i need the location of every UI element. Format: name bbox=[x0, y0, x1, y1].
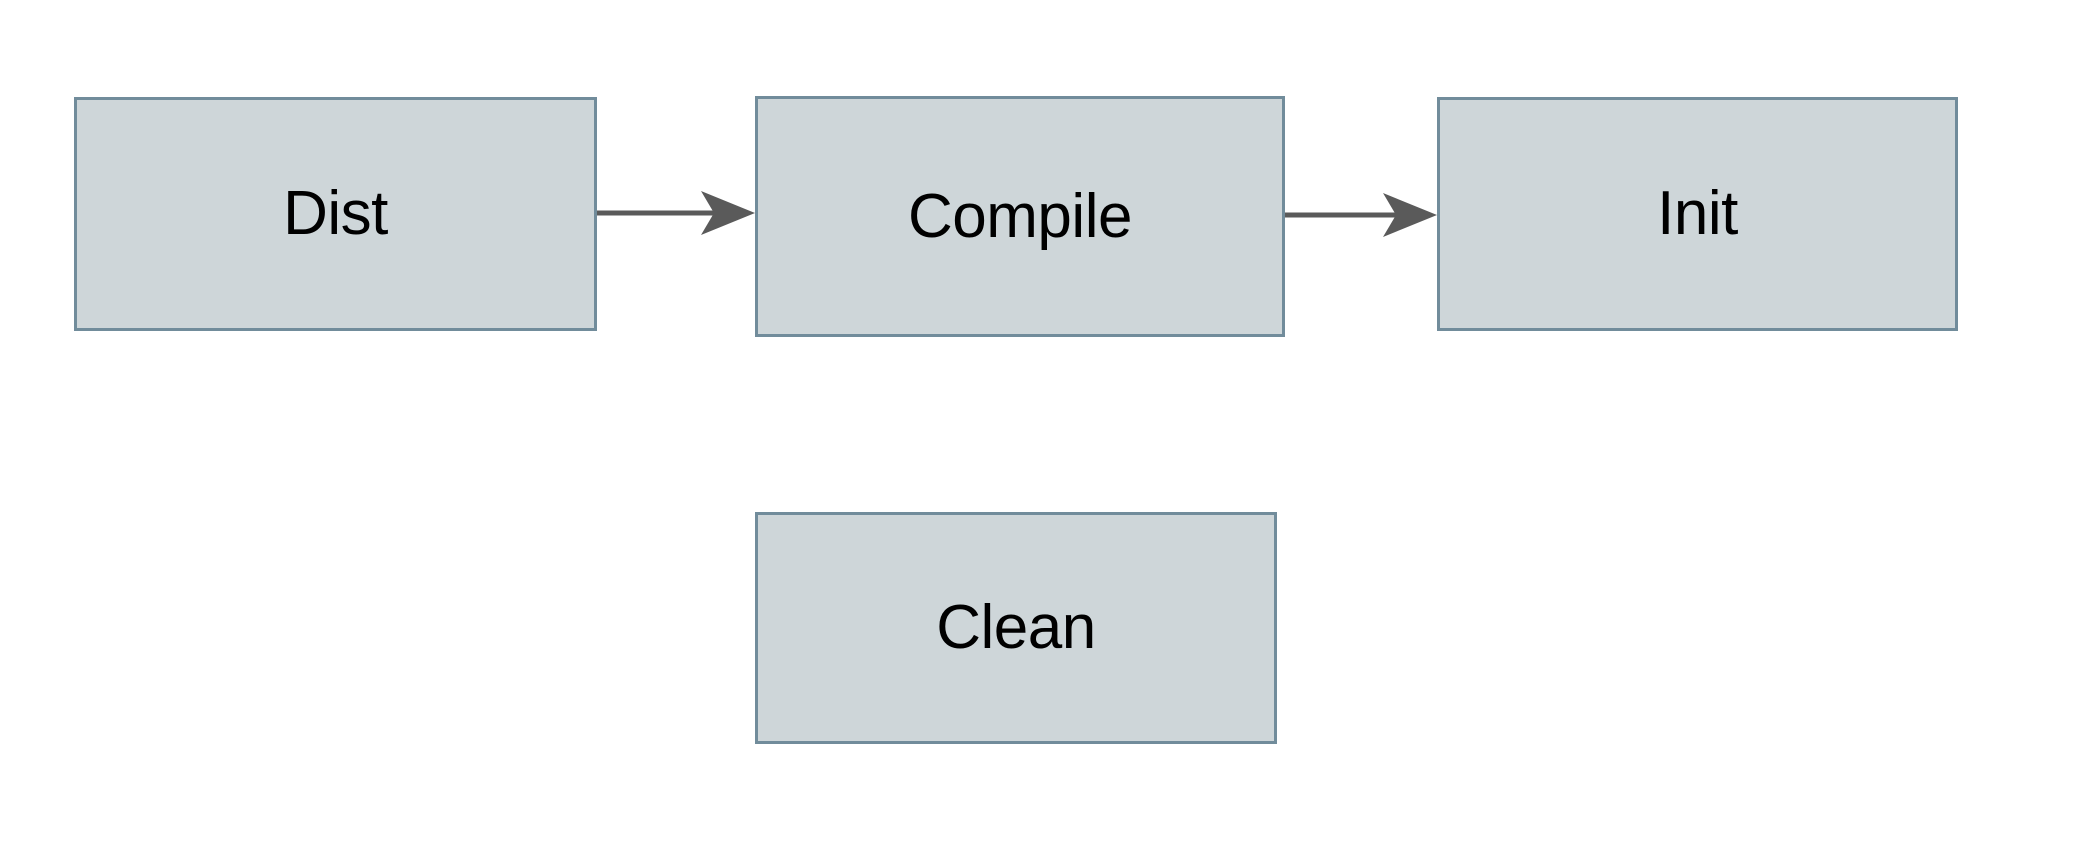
edge-dist-to-compile bbox=[597, 191, 755, 235]
node-label: Dist bbox=[283, 179, 388, 248]
node-label: Clean bbox=[936, 593, 1096, 662]
arrowhead-icon bbox=[701, 191, 755, 235]
arrowhead-icon bbox=[1383, 193, 1437, 237]
node-label: Init bbox=[1657, 179, 1738, 248]
node-label: Compile bbox=[908, 181, 1132, 251]
edge-compile-to-init bbox=[1285, 193, 1437, 237]
node-compile[interactable]: Compile bbox=[755, 96, 1285, 337]
node-dist[interactable]: Dist bbox=[74, 97, 597, 331]
node-init[interactable]: Init bbox=[1437, 97, 1958, 331]
node-clean[interactable]: Clean bbox=[755, 512, 1277, 744]
